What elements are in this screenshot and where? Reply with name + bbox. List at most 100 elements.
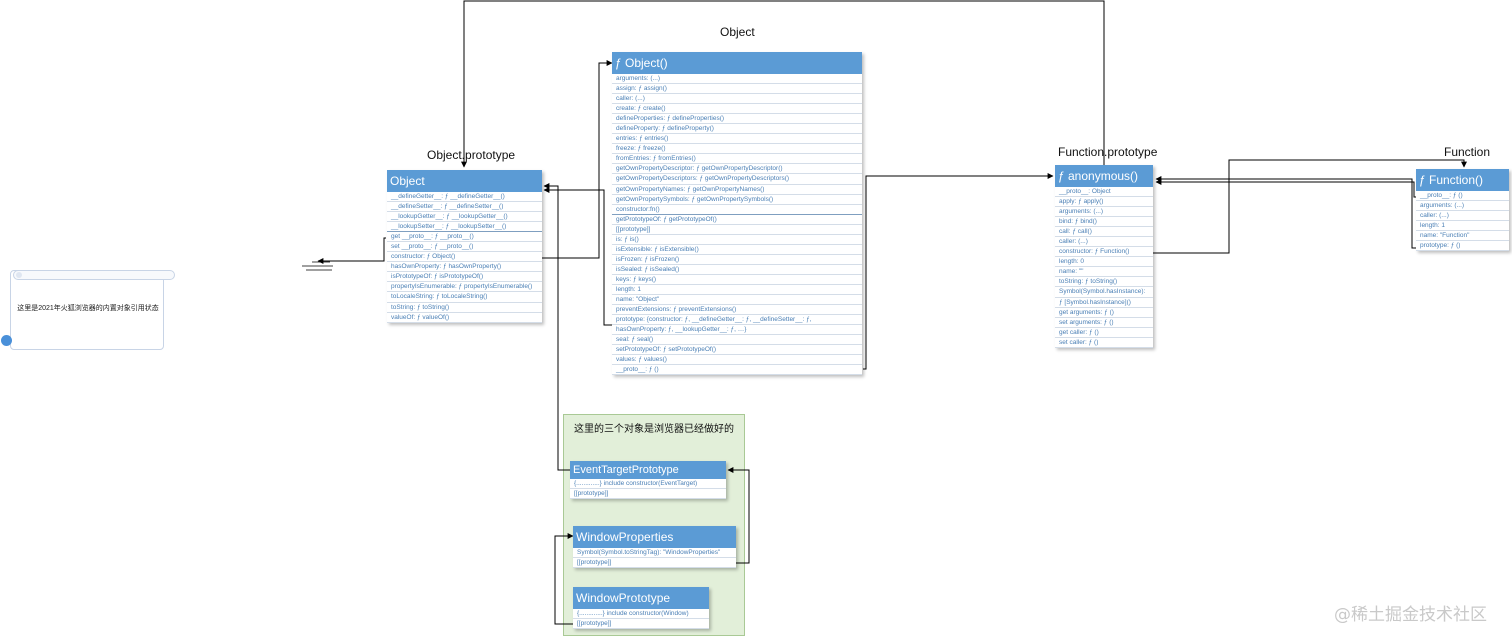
note-card: 这里是2021年火狐浏览器的内置对象引用状态 [1,270,175,350]
connector-object-proto-function [863,173,1054,370]
property-row: prototype: {constructor: ƒ, __defineGett… [612,315,862,326]
property-row: Symbol(Symbol.toStringTag): "WindowPrope… [573,548,736,559]
property-row: create: ƒ create() [612,104,862,115]
property-row: assign: ƒ assign() [612,84,862,95]
window-properties-title: WindowProperties [573,526,736,548]
property-row: caller: (...) [1055,237,1153,248]
property-row: [[prototype]] [570,489,726,500]
property-row: getOwnPropertyNames: ƒ getOwnPropertyNam… [612,185,862,195]
property-row: getOwnPropertyDescriptor: ƒ getOwnProper… [612,164,862,175]
window-properties-box[interactable]: WindowProperties Symbol(Symbol.toStringT… [573,526,736,569]
property-row: __defineSetter__: ƒ __defineSetter__() [387,202,542,213]
property-row: arguments: (...) [1055,207,1153,218]
property-row: hasOwnProperty: ƒ hasOwnProperty() [387,262,542,273]
property-row: __proto__: ƒ () [612,365,862,376]
property-row: length: 0 [1055,257,1153,268]
note-curl-icon [1,335,12,346]
property-row: arguments: (...) [612,74,862,85]
event-target-prototype-box[interactable]: EventTargetPrototype {.............} inc… [570,461,726,500]
property-row: get arguments: ƒ () [1055,308,1153,318]
connector-function-prototype [1155,176,1418,249]
property-row: getOwnPropertySymbols: ƒ getOwnPropertyS… [612,195,862,205]
window-prototype-title: WindowPrototype [573,587,709,609]
property-row: isPrototypeOf: ƒ isPrototypeOf() [387,272,542,283]
property-row: freeze: ƒ freeze() [612,144,862,155]
note-icon [16,272,22,278]
property-row: getPrototypeOf: ƒ getPrototypeOf() [612,215,862,225]
property-row: setPrototypeOf: ƒ setPrototypeOf() [612,345,862,356]
property-row: isFrozen: ƒ isFrozen() [612,255,862,265]
label-function-prototype: Function.prototype [1058,145,1158,159]
property-row: seal: ƒ seal() [612,335,862,346]
property-row: toString: ƒ toString() [1055,277,1153,288]
property-row: [[prototype]] [573,558,736,569]
property-row: {.............} include constructor(Wind… [573,609,709,620]
property-row: bind: ƒ bind() [1055,217,1153,228]
object-constructor-box[interactable]: ƒ Object() arguments: (...)assign: ƒ ass… [612,52,862,376]
property-row: preventExtensions: ƒ preventExtensions() [612,305,862,316]
property-row: [[prototype]] [612,225,862,235]
property-row: name: "Function" [1416,231,1509,242]
property-row: ƒ [Symbol.hasInstance]() [1055,298,1153,308]
connector-function-proto [1155,179,1418,198]
property-row: defineProperty: ƒ defineProperty() [612,124,862,135]
property-row: is: ƒ is() [612,235,862,245]
property-row: set arguments: ƒ () [1055,318,1153,328]
property-row: caller: (...) [1416,211,1509,222]
object-prototype-title: Object [387,170,542,192]
property-row: isExtensible: ƒ isExtensible() [612,245,862,255]
property-row: length: 1 [612,285,862,296]
property-row: set caller: ƒ () [1055,338,1153,348]
property-row: getOwnPropertyDescriptors: ƒ getOwnPrope… [612,174,862,185]
property-row: keys: ƒ keys() [612,275,862,285]
property-row: get caller: ƒ () [1055,328,1153,338]
object-constructor-title: ƒ Object() [612,52,862,74]
object-prototype-box[interactable]: Object __defineGetter__: ƒ __defineGette… [387,170,542,323]
property-row: prototype: ƒ () [1416,241,1509,252]
property-row: isSealed: ƒ isSealed() [612,265,862,275]
property-row: [[prototype]] [573,619,709,630]
window-prototype-box[interactable]: WindowPrototype {.............} include … [573,587,709,630]
browser-builtin-title: 这里的三个对象是浏览器已经做好的 [574,424,734,435]
note-header [13,270,175,280]
property-row: valueOf: ƒ valueOf() [387,313,542,323]
function-constructor-box[interactable]: ƒ Function() __proto__: ƒ ()arguments: (… [1416,169,1509,252]
property-row: constructor: ƒ Object() [387,252,542,263]
property-row: hasOwnProperty: ƒ, __lookupGetter__: ƒ, … [612,325,862,336]
property-row: {.............} include constructor(Even… [570,479,726,490]
note-text: 这里是2021年火狐浏览器的内置对象引用状态 [17,305,159,312]
property-row: __proto__: ƒ () [1416,191,1509,202]
function-prototype-title: ƒ anonymous() [1055,165,1153,187]
property-row: fromEntries: ƒ fromEntries() [612,154,862,165]
property-row: __proto__: Object [1055,187,1153,198]
null-hatch-icon [302,261,333,271]
property-row: toLocaleString: ƒ toLocaleString() [387,292,542,303]
function-constructor-title: ƒ Function() [1416,169,1509,191]
label-function: Function [1444,145,1491,159]
property-row: get __proto__: ƒ __proto__() [387,232,542,243]
label-object-prototype: Object.prototype [427,148,516,162]
property-row: entries: ƒ entries() [612,134,862,145]
property-row: constructor:fn() [612,205,862,215]
property-row: call: ƒ call() [1055,227,1153,238]
property-row: constructor: ƒ Function() [1055,247,1153,258]
connector-constructor-object [541,60,613,259]
connector-proto-null [317,237,386,264]
property-row: __lookupGetter__: ƒ __lookupGetter__() [387,212,542,223]
watermark: @稀土掘金技术社区 [1334,605,1487,625]
property-row: defineProperties: ƒ defineProperties() [612,114,862,125]
connector-object-prototype [543,187,612,326]
property-row: caller: (...) [612,94,862,105]
property-row: name: "Object" [612,295,862,306]
property-row: propertyIsEnumerable: ƒ propertyIsEnumer… [387,282,542,293]
property-row: name: "" [1055,267,1153,278]
property-row: toString: ƒ toString() [387,303,542,313]
property-row: length: 1 [1416,221,1509,232]
property-row: __defineGetter__: ƒ __defineGetter__() [387,192,542,203]
property-row: __lookupSetter__: ƒ __lookupSetter__() [387,222,542,233]
property-row: arguments: (...) [1416,201,1509,212]
property-row: set __proto__: ƒ __proto__() [387,242,542,253]
property-row: values: ƒ values() [612,355,862,366]
label-object: Object [720,25,755,39]
